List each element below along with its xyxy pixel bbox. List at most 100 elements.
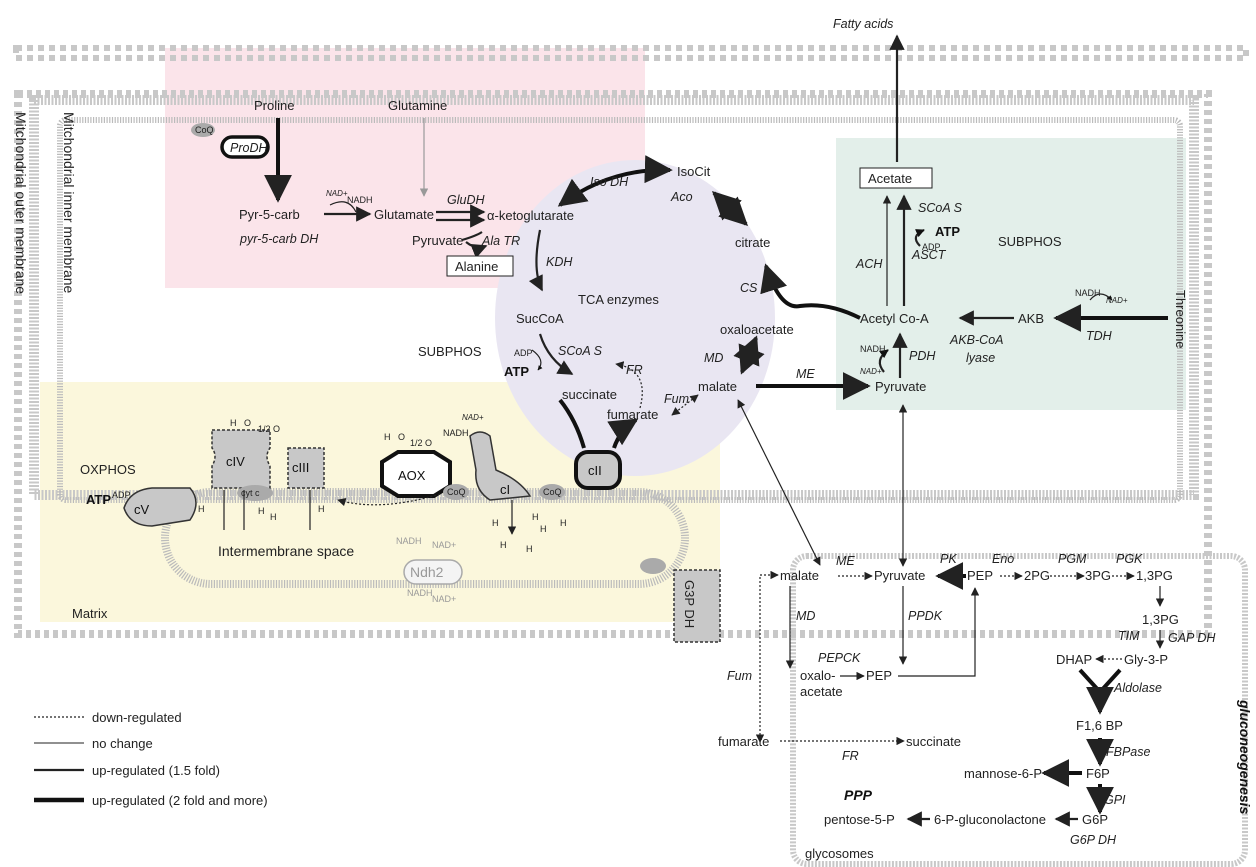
legend-up15: up-regulated (1.5 fold) [92,763,220,778]
pg3: 3PG [1085,568,1111,583]
oxphos-label: OXPHOS [80,462,136,477]
gly3p: Gly-3-P [1124,652,1168,667]
scoas-left: SCoA S [558,344,603,358]
h2o-1b: O [244,418,251,428]
me2: ME [836,554,855,568]
threonine-label: Threonine [1173,290,1188,349]
ach: ACH [855,257,883,271]
alanine: Alanine [455,259,498,274]
md2: MD [796,609,815,623]
h2o-2: H [384,432,391,442]
fum2: Fum [727,669,752,683]
akg: α-ketoglutarate [487,208,574,223]
alatr: Ala TR [481,234,520,248]
akb: AKB [1018,311,1044,326]
gpi: GPI [1104,793,1126,807]
g6pdh: G6P DH [1070,833,1117,847]
pgm: PGM [1058,552,1087,566]
mannose6p: mannose-6-P [964,766,1042,781]
proton-9: H [500,540,507,550]
pgk: PGK [1116,552,1143,566]
atp-2: ATP [935,224,960,239]
civ: cIV [226,454,245,469]
h2o-2b: O [398,432,405,442]
proton-2: H [258,506,265,516]
h2o-1: H [230,418,237,428]
acetylcoa: Acetyl Co-A [860,311,929,326]
legend-nochange: no change [92,736,153,751]
adp-1: ADP [514,348,533,358]
glutamine: Glutamine [388,98,447,113]
coq-3: CoQ [543,487,562,497]
nadh-3: NADH [860,344,886,354]
pyr5carb: Pyr-5-carb [239,207,300,222]
subphos-left-label: SUBPHOS [418,344,482,359]
ndh-nadp-2: NAD+ [432,594,456,604]
bpg13b: 1,3PG [1142,612,1179,627]
cii: cII [588,463,602,478]
tdh: TDH [1086,329,1113,343]
pdh: PDH [909,349,936,363]
dhap: DHAP [1056,652,1092,667]
pyruvate-mito: Pyruvate [875,379,926,394]
gluconeogenesis-label: gluconeogenesis [1237,699,1253,815]
acetate: Acetate [868,171,912,186]
o-2: 1/2 O [410,438,432,448]
eno: Eno [992,552,1014,566]
proton-6: H [532,512,539,522]
subphos-right-label: SUBPHOS [998,234,1062,249]
md: MD [704,351,723,365]
proton-10: H [526,544,533,554]
pk: PK [940,552,957,566]
proton-8: H [560,518,567,528]
oxaloacetate: oxaloacetate [720,322,794,337]
tca-label: TCA enzymes [578,292,659,307]
ndh-nadh-2: NADH [407,588,433,598]
ppdk: PPDK [908,609,943,623]
akbcoa-1: AKB-CoA [949,333,1004,347]
pg2: 2PG [1024,568,1050,583]
legend-down: down-regulated [92,710,182,725]
succinate-cyto: succinate [906,734,961,749]
atp-1: ATP [504,364,529,379]
fr2: FR [842,749,859,763]
inner-membrane-label: Mitchondrial inner membrane [61,112,77,294]
fum: Fum [664,392,689,406]
cs: CS [740,281,758,295]
oxalo-1: oxalo- [800,668,835,683]
matrix-label: Matrix [72,606,108,621]
oxalo-2: acetate [800,684,843,699]
atp-3: ATP [86,492,111,507]
pep2: PEP [866,668,892,683]
proton-7: H [540,524,547,534]
pyruvate-cyto: Pyruvate [874,568,925,583]
ndh-nadp-1: NAD+ [432,540,456,550]
nadh-2: NADH [1075,288,1101,298]
coq-ellipse-4 [640,558,666,574]
gluconolactone: 6-P-gluconolactone [934,812,1046,827]
proline: Proline [254,98,294,113]
nadp-3: NAD+ [860,367,882,376]
fumarate: fumarate [607,407,658,422]
tim: TIM [1118,629,1140,643]
malate-transport [738,400,820,565]
glutamate: Glutamate [374,207,434,222]
intermembrane-label: Intermembrane space [218,543,354,559]
proton-5: H [492,518,499,528]
kdh: KDH [546,255,573,269]
fumarate-cyto: fumarate [718,734,769,749]
aco: Aco [670,190,693,204]
bpg13: 1,3PG [1136,568,1173,583]
akbcoa-2: lyase [966,351,995,365]
scoas-right: SCoA S [918,201,963,215]
aldolase: Aldolase [1113,681,1162,695]
fr: FR [626,363,643,377]
ci: cI [500,482,510,497]
legend-up2: up-regulated (2 fold and more) [92,793,268,808]
pepck: PEPCK [818,651,861,665]
outer-membrane-label: Mitchondrial outer membrane [13,112,29,294]
o-1: 1/2 O [258,424,280,434]
nadh-4: NADH [443,428,469,438]
succoa: SucCoA [516,311,564,326]
